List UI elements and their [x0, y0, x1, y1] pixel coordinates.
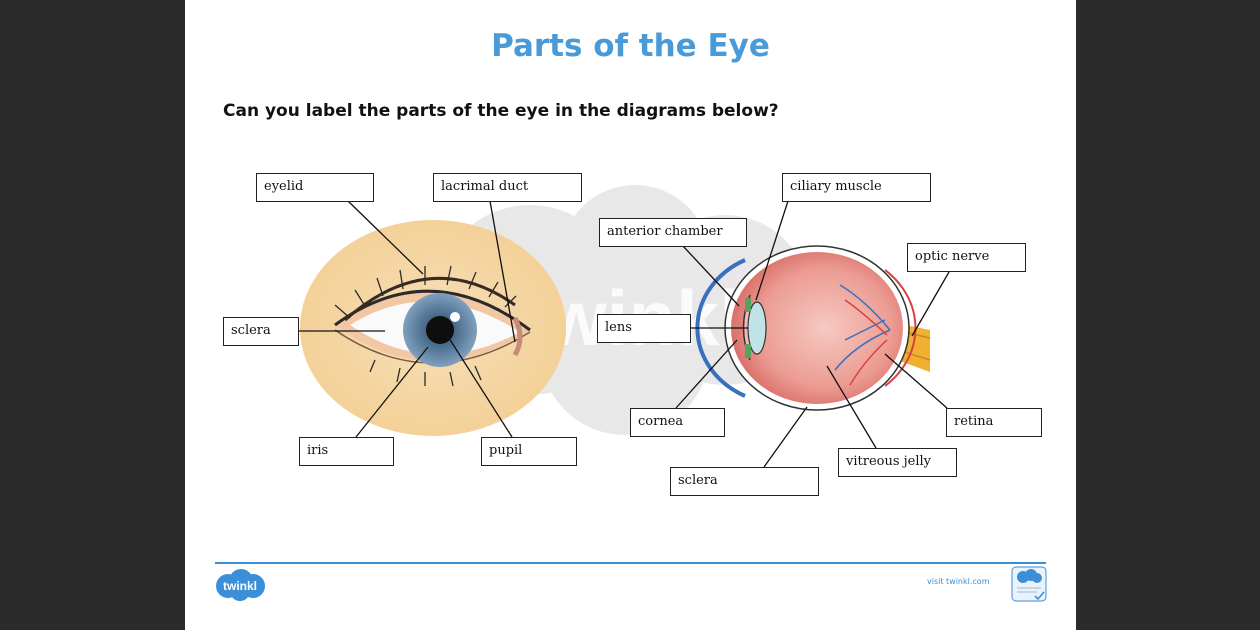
label-cornea: cornea	[630, 408, 725, 437]
label-anterior-chamber: anterior chamber	[599, 218, 747, 247]
label-ciliary-muscle: ciliary muscle	[782, 173, 931, 202]
quality-standard-badge-icon	[1011, 566, 1047, 602]
eye-diagrams: twinkl	[299, 185, 950, 468]
label-retina: retina	[946, 408, 1042, 437]
worksheet-question: Can you label the parts of the eye in th…	[223, 101, 779, 121]
label-optic-nerve: optic nerve	[907, 243, 1026, 272]
cross-section-eye-illustration	[695, 245, 931, 411]
label-pupil: pupil	[481, 437, 577, 466]
label-iris: iris	[299, 437, 394, 466]
twinkl-logo-icon[interactable]: twinkl	[214, 568, 266, 601]
label-vitreous-jelly: vitreous jelly	[838, 448, 957, 477]
logo-text: twinkl	[223, 579, 257, 593]
label-lacrimal-duct: lacrimal duct	[433, 173, 582, 202]
label-sclera-cross: sclera	[670, 467, 819, 496]
label-sclera-front: sclera	[223, 317, 299, 346]
front-eye-illustration	[300, 220, 566, 436]
page-title: Parts of the Eye	[491, 28, 770, 64]
leader-lines	[299, 200, 950, 468]
worksheet-page: Parts of the Eye Can you label the parts…	[185, 0, 1076, 630]
label-eyelid: eyelid	[256, 173, 374, 202]
label-lens: lens	[597, 314, 691, 343]
footer-divider	[215, 562, 1046, 564]
visit-link[interactable]: visit twinkl.com	[927, 577, 990, 586]
